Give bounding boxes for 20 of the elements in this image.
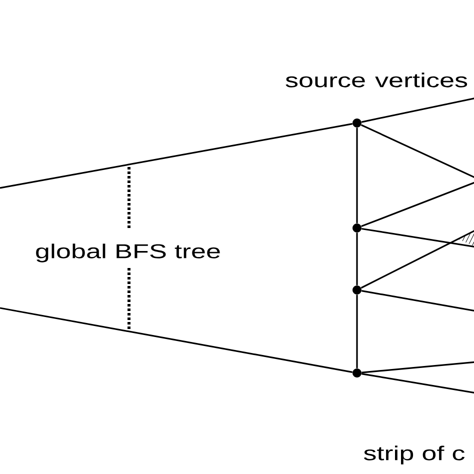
vertex-dot <box>352 118 362 128</box>
line <box>362 228 474 248</box>
line <box>356 128 358 224</box>
line <box>361 97 474 123</box>
line <box>362 361 474 374</box>
line <box>0 123 353 189</box>
label: global BFS tree <box>36 244 220 262</box>
label: strip of c <box>364 446 464 464</box>
label: source vertices <box>286 72 468 88</box>
vertex-dot <box>352 368 362 378</box>
vertex-dot <box>352 286 362 294</box>
line <box>360 229 474 289</box>
line <box>356 232 358 286</box>
line <box>360 124 474 179</box>
line <box>356 294 358 368</box>
line <box>362 373 474 394</box>
line <box>362 290 474 312</box>
vertex-dot <box>352 224 362 232</box>
line <box>361 181 474 228</box>
line <box>0 307 353 373</box>
